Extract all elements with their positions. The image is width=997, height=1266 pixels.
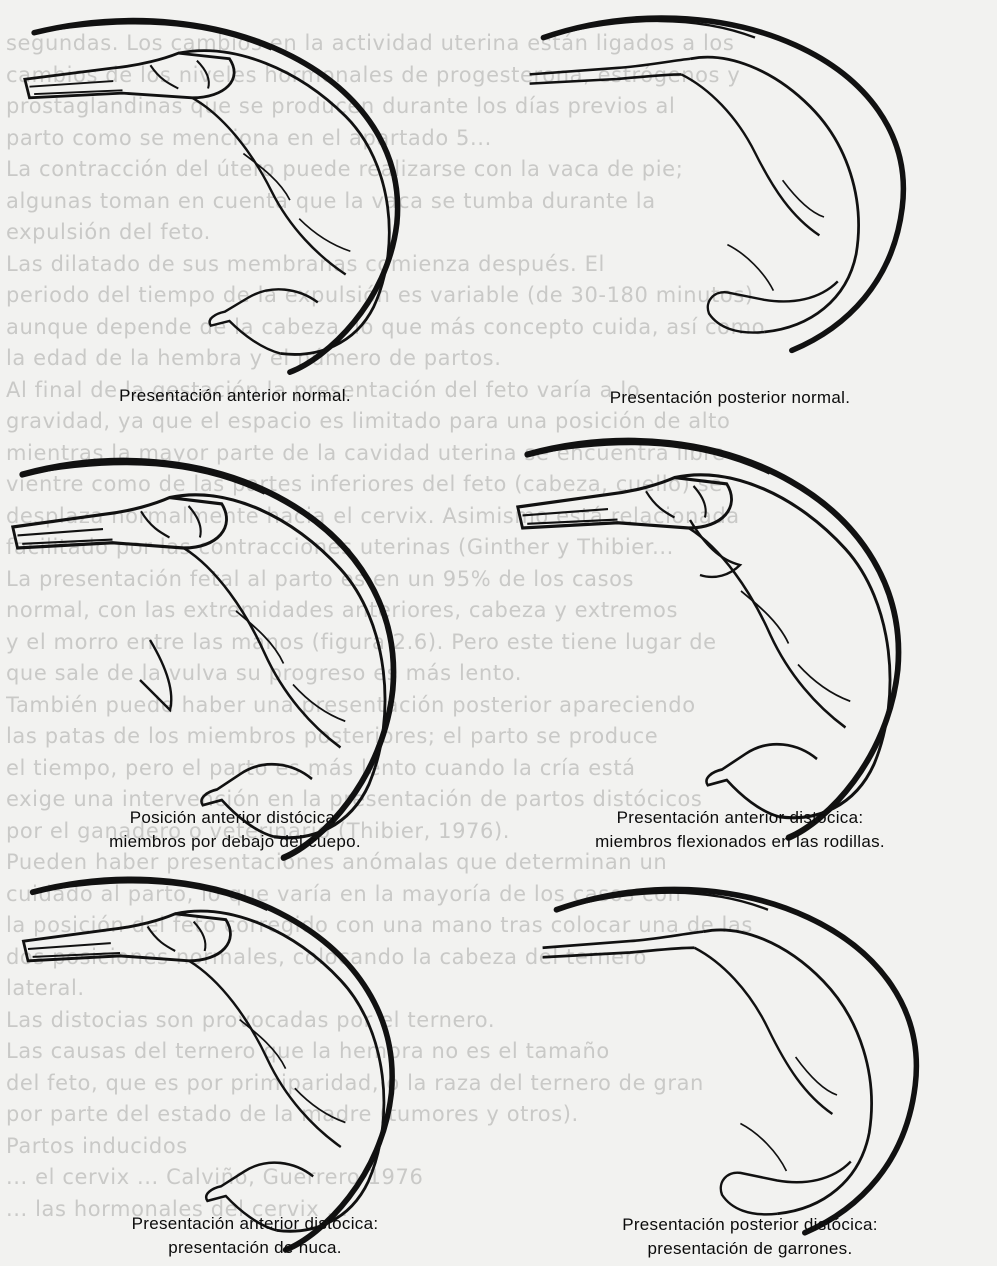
figure-6-caption: Presentación posterior distócica: presen… [520,1213,980,1261]
figure-4-caption-line1: Presentación anterior distócica: [520,806,960,830]
figure-posterior-hocks [543,890,917,1233]
figure-6-caption-line2: presentación de garrones. [520,1237,980,1261]
figure-4-caption-line2: miembros flexionados en las rodillas. [520,830,960,854]
figure-anterior-limbs-under-body [13,461,394,858]
figure-1-caption: Presentación anterior normal. [30,384,440,408]
figure-5-caption: Presentación anterior distócica: present… [40,1212,470,1260]
figure-posterior-normal [530,18,904,350]
figure-anterior-flexed-knees [518,441,899,838]
figure-5-caption-line1: Presentación anterior distócica: [40,1212,470,1236]
figure-anterior-normal [25,21,398,373]
figure-2-caption: Presentación posterior normal. [520,386,940,410]
figure-6-caption-line1: Presentación posterior distócica: [520,1213,980,1237]
figure-3-caption: Posición anterior distócica: miembros po… [20,806,450,854]
figure-4-caption: Presentación anterior distócica: miembro… [520,806,960,854]
figure-3-caption-line2: miembros por debajo del cuepo. [20,830,450,854]
figure-1-caption-line1: Presentación anterior normal. [30,384,440,408]
figure-5-caption-line2: presentación de nuca. [40,1236,470,1260]
figure-3-caption-line1: Posición anterior distócica: [20,806,450,830]
figure-2-caption-line1: Presentación posterior normal. [520,386,940,410]
figure-anterior-nape [23,879,392,1249]
